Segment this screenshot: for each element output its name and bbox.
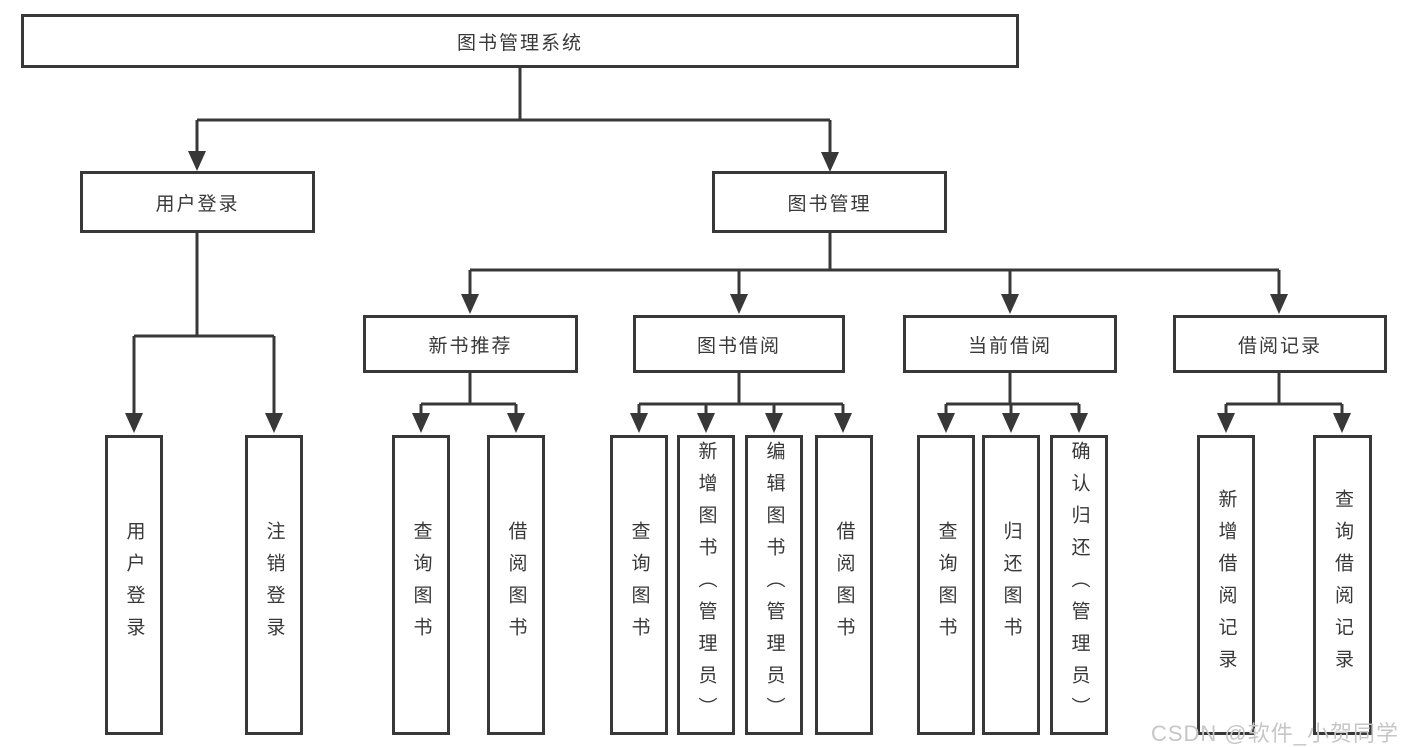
node-label: 图书管理 bbox=[787, 193, 872, 215]
node-new-book-recommendation: 新书推荐 bbox=[363, 315, 578, 373]
node-borrowing-records: 借阅记录 bbox=[1173, 315, 1387, 373]
leaf-label: 查询图书 bbox=[628, 521, 650, 649]
leaf-confirm-return-admin: 确认归还（管理员） bbox=[1050, 435, 1108, 735]
node-label: 用户登录 bbox=[155, 193, 240, 215]
leaf-borrow-books-borrowing: 借阅图书 bbox=[815, 435, 873, 735]
node-current-borrowing: 当前借阅 bbox=[903, 315, 1117, 373]
leaf-query-books-borrowing: 查询图书 bbox=[610, 435, 668, 735]
node-label: 图书借阅 bbox=[696, 335, 781, 357]
node-user-login: 用户登录 bbox=[80, 171, 315, 233]
leaf-borrow-books-recommend: 借阅图书 bbox=[487, 435, 545, 735]
node-book-management: 图书管理 bbox=[712, 171, 947, 233]
node-label: 图书管理系统 bbox=[456, 32, 583, 54]
leaf-label: 查询图书 bbox=[935, 521, 957, 649]
leaf-label: 查询借阅记录 bbox=[1332, 489, 1353, 681]
leaf-query-books-current: 查询图书 bbox=[917, 435, 975, 735]
leaf-label: 查询图书 bbox=[410, 521, 432, 649]
leaf-label: 借阅图书 bbox=[833, 521, 855, 649]
leaf-query-books-recommend: 查询图书 bbox=[392, 435, 450, 735]
node-label: 当前借阅 bbox=[967, 335, 1052, 357]
leaf-label: 注销登录 bbox=[263, 521, 285, 649]
leaf-query-borrow-record: 查询借阅记录 bbox=[1313, 435, 1372, 735]
leaf-add-books-admin: 新增图书（管理员） bbox=[677, 435, 735, 735]
leaf-label: 新增借阅记录 bbox=[1215, 489, 1237, 681]
leaf-label: 归还图书 bbox=[1000, 521, 1022, 649]
leaf-label: 编辑图书（管理员） bbox=[763, 441, 785, 729]
leaf-label: 用户登录 bbox=[123, 521, 145, 649]
csdn-watermark: CSDN @软件_小贺同学 bbox=[1150, 721, 1399, 746]
node-label: 新书推荐 bbox=[428, 335, 513, 357]
leaf-edit-books-admin: 编辑图书（管理员） bbox=[745, 435, 803, 735]
leaf-label: 确认归还（管理员） bbox=[1068, 441, 1090, 729]
leaf-return-books: 归还图书 bbox=[982, 435, 1040, 735]
leaf-add-borrow-record: 新增借阅记录 bbox=[1197, 435, 1255, 735]
node-label: 借阅记录 bbox=[1237, 335, 1322, 357]
leaf-logout-login: 注销登录 bbox=[245, 435, 303, 735]
leaf-label: 新增图书（管理员） bbox=[695, 441, 717, 729]
connector-path bbox=[132, 67, 1344, 419]
node-book-borrowing: 图书借阅 bbox=[633, 315, 845, 373]
leaf-user-login: 用户登录 bbox=[105, 435, 163, 735]
arrowheads bbox=[125, 151, 1351, 433]
leaf-label: 借阅图书 bbox=[505, 521, 527, 649]
node-root-library-management-system: 图书管理系统 bbox=[21, 14, 1019, 68]
